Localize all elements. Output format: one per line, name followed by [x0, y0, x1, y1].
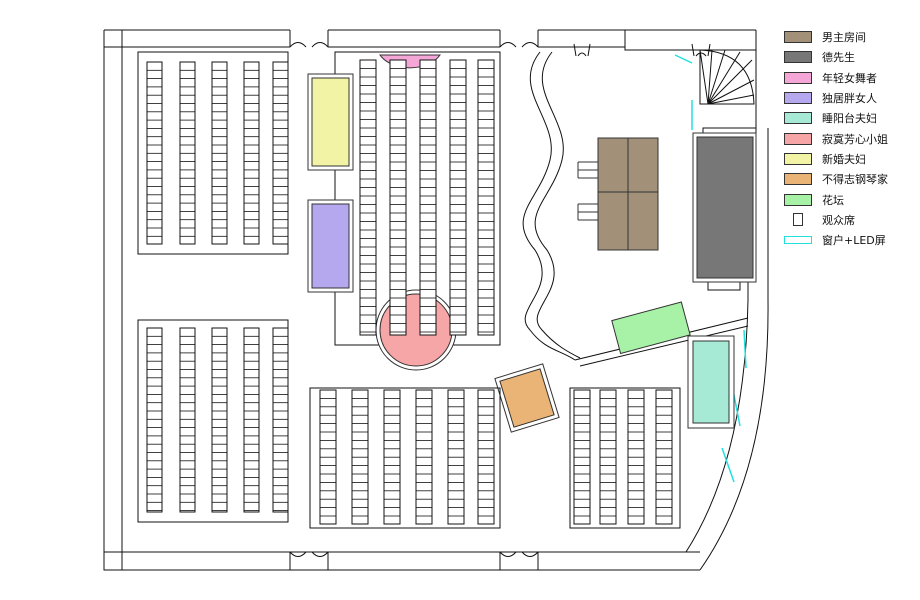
legend-item: 新婚夫妇: [784, 149, 914, 169]
legend-item: 花坛: [784, 189, 914, 209]
legend-item: 德先生: [784, 47, 914, 67]
audience-seats: [146, 59, 673, 525]
legend-swatch: [784, 152, 812, 165]
legend-swatch: [784, 193, 812, 206]
legend-swatch: [784, 71, 812, 84]
seat-column: [243, 327, 260, 513]
seat-icon: [793, 213, 803, 227]
legend-label: 男主房间: [822, 31, 866, 45]
outer-wall: [103, 29, 769, 571]
spiral-stair: [699, 49, 755, 105]
legend: 男主房间 德先生 年轻女舞者 独居胖女人 睡阳台夫妇 寂寞芳心小姐 新婚夫妇 不…: [784, 27, 914, 250]
window-icon: [784, 236, 812, 245]
seat-column: [272, 327, 289, 513]
legend-label: 新婚夫妇: [822, 152, 866, 166]
legend-swatch: [784, 31, 812, 44]
seat-column: [179, 327, 196, 513]
seat-column: [389, 59, 407, 336]
seat-column: [146, 327, 163, 513]
legend-label: 年轻女舞者: [822, 71, 877, 85]
zone-fat-woman: [307, 199, 354, 293]
legend-item: 寂寞芳心小姐: [784, 128, 914, 148]
floor-plan: [103, 29, 769, 571]
seat-column: [419, 59, 437, 336]
legend-item: 窗户+LED屏: [784, 230, 914, 250]
legend-swatch: [784, 173, 812, 186]
legend-item: 睡阳台夫妇: [784, 108, 914, 128]
legend-label: 花坛: [822, 193, 844, 207]
legend-item: 不得志钢琴家: [784, 169, 914, 189]
zone-balcony-couple: [687, 335, 735, 429]
seat-column: [211, 327, 228, 513]
legend-label: 观众席: [822, 213, 855, 227]
zone-newlyweds: [307, 73, 354, 171]
zone-pianist: [494, 363, 560, 433]
legend-swatch: [784, 51, 812, 64]
zone-flower-bed: [611, 301, 691, 355]
legend-label: 窗户+LED屏: [822, 234, 886, 248]
legend-label: 德先生: [822, 51, 855, 65]
legend-item: 独居胖女人: [784, 88, 914, 108]
legend-label: 寂寞芳心小姐: [822, 132, 888, 146]
legend-item: 观众席: [784, 210, 914, 230]
seat-column: [477, 59, 495, 336]
legend-label: 独居胖女人: [822, 92, 877, 106]
zone-mr-de: [692, 132, 757, 283]
zone-male-lead-room: [577, 137, 659, 251]
seat-column: [449, 59, 467, 336]
legend-item: 年轻女舞者: [784, 68, 914, 88]
legend-swatch: [784, 132, 812, 145]
seat-column: [359, 59, 377, 336]
door-arcs: [289, 42, 711, 557]
legend-swatch: [784, 112, 812, 125]
legend-swatch: [784, 92, 812, 105]
legend-label: 睡阳台夫妇: [822, 112, 877, 126]
legend-label: 不得志钢琴家: [822, 173, 888, 187]
wavy-wall: [522, 51, 581, 361]
legend-item: 男主房间: [784, 27, 914, 47]
